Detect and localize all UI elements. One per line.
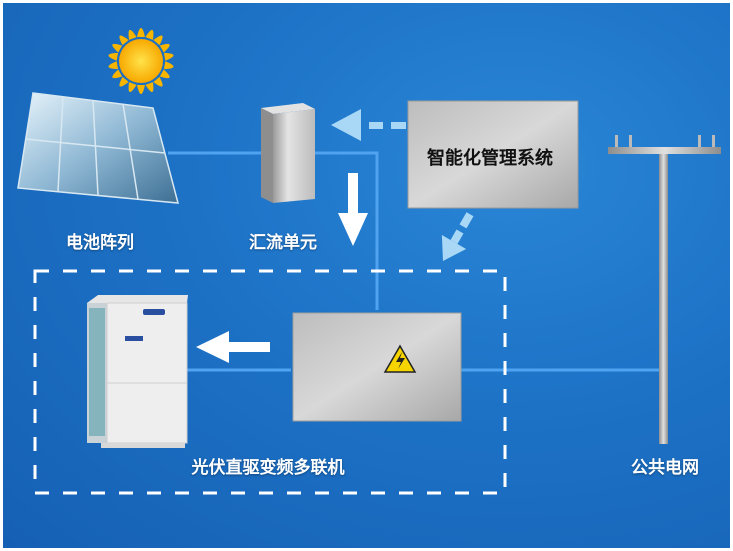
utility-pole-icon — [608, 135, 721, 444]
dashed-arrow-to-combiner — [331, 109, 406, 141]
vrf-outdoor-unit-icon — [87, 295, 188, 448]
high-voltage-warning-icon — [383, 344, 417, 373]
dashed-arrow-to-inverter — [441, 212, 474, 261]
sun-icon — [108, 28, 174, 94]
diagram-canvas: 电池阵列 汇流单元 智能化管理系统 光伏直驱变频多联机 公共电网 — [3, 3, 730, 548]
public-grid-label: 公共电网 — [631, 458, 699, 478]
combiner-unit-label: 汇流单元 — [249, 233, 317, 253]
solar-panel-icon — [17, 92, 179, 204]
battery-array-label: 电池阵列 — [66, 233, 134, 253]
management-system-label: 智能化管理系统 — [427, 148, 553, 169]
arrow-down-to-inverter — [338, 173, 368, 246]
management-system-box — [407, 100, 579, 209]
arrow-left-to-vrf — [196, 331, 270, 363]
combiner-unit-icon — [261, 103, 315, 203]
inverter-box — [292, 312, 462, 422]
power-lines — [168, 151, 660, 372]
vrf-system-enclosure — [33, 269, 507, 495]
diagram-graphics — [17, 28, 721, 495]
pv-vrf-unit-label: 光伏直驱变频多联机 — [191, 458, 345, 478]
